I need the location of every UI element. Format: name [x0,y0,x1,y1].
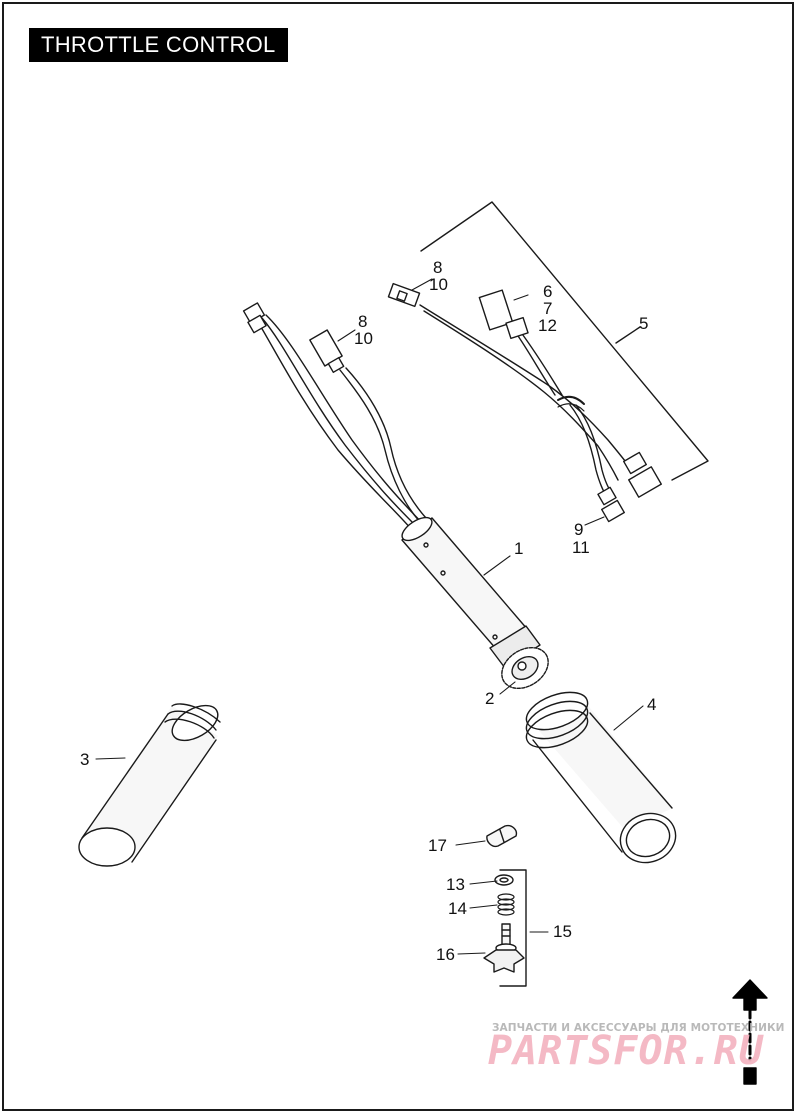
throttle-sensor-harness [242,302,427,531]
callout-17: 17 [428,836,447,855]
watermark-text: ЗАПЧАСТИ И АКСЕССУАРЫ ДЛЯ МОТОТЕХНИКИ [492,1022,785,1034]
left-grip [78,703,221,867]
callout-2: 2 [485,689,494,708]
callout-8-middle: 8 [358,312,367,331]
callout-13: 13 [446,875,465,894]
callout-14: 14 [448,899,467,918]
callout-16: 16 [436,945,455,964]
callout-7: 7 [543,299,552,318]
bracket-5 [420,201,709,481]
throttle-sensor-tube [401,516,549,690]
harness-group-5 [387,282,662,523]
callout-4: 4 [647,695,656,714]
callout-10-upper: 10 [429,275,448,294]
watermark-logo: PARTSFOR.RU [488,1028,764,1074]
callout-3: 3 [80,750,89,769]
gear-ring [501,646,549,690]
leader-lines [95,278,644,955]
callout-15: 15 [553,922,572,941]
callout-8-upper: 8 [433,258,442,277]
callout-10-middle: 10 [354,329,373,348]
callout-12: 12 [538,316,557,335]
callout-5: 5 [639,314,648,333]
small-parts [483,824,527,987]
callout-1: 1 [514,539,523,558]
callout-11: 11 [572,538,590,557]
callout-9: 9 [574,520,583,539]
right-grip [525,691,677,864]
callout-labels: 1 2 3 4 5 6 7 12 8 10 8 10 9 11 13 14 15… [80,258,656,964]
up-arrow-icon [732,979,768,1085]
callout-6: 6 [543,282,552,301]
page-title: THROTTLE CONTROL [29,28,288,62]
